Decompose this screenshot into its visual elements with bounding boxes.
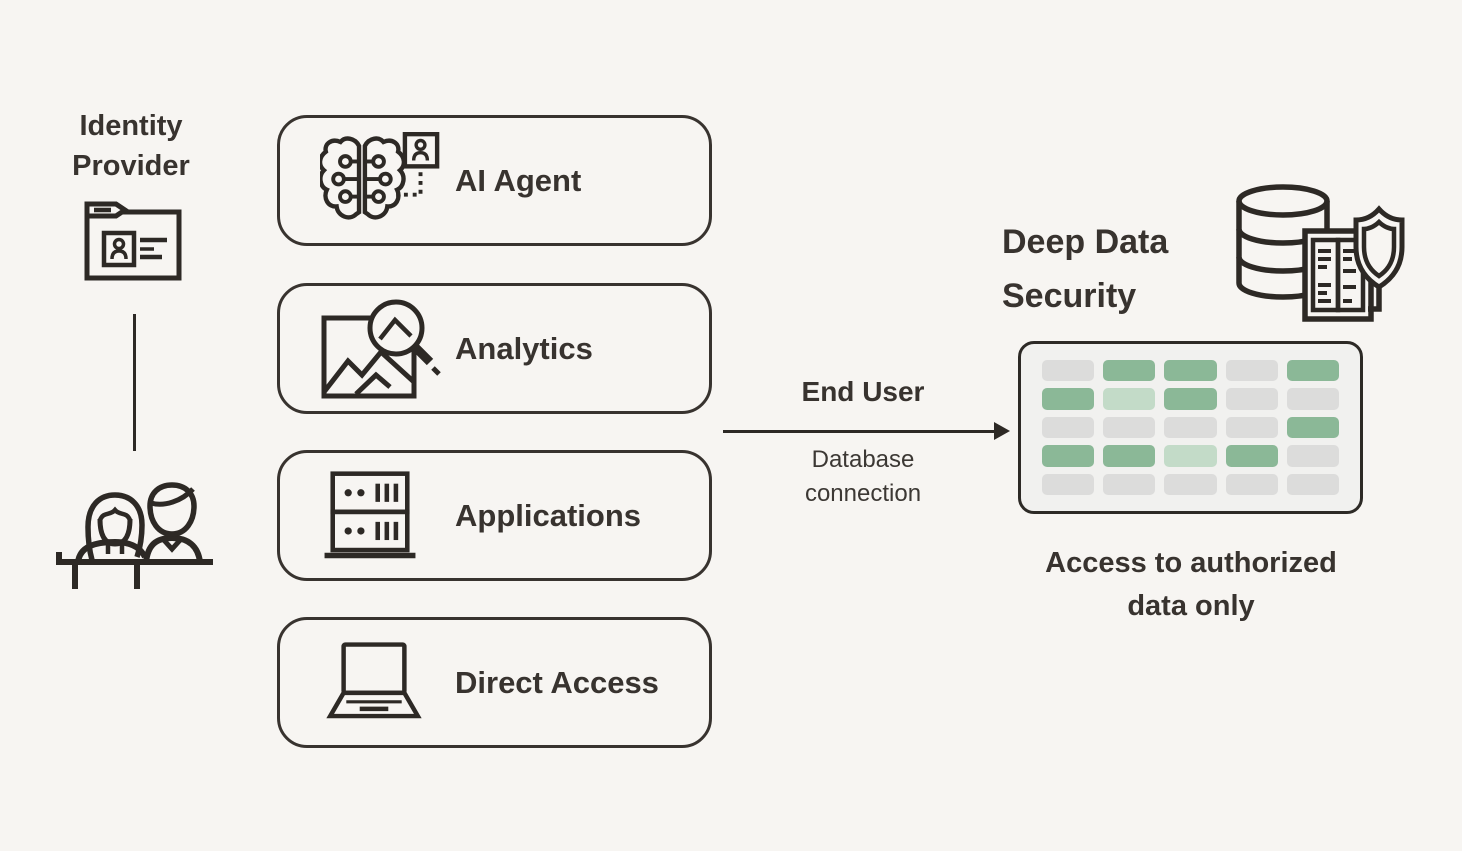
table-cell — [1103, 416, 1156, 439]
table-cell — [1286, 388, 1339, 410]
table-cell — [1286, 445, 1339, 467]
channel-box-direct-access: Direct Access — [277, 617, 712, 748]
database-server-shield-icon — [1236, 184, 1405, 322]
channel-box-applications: Applications — [277, 450, 712, 581]
table-cell — [1164, 416, 1217, 439]
image-magnifier-icon — [320, 298, 455, 400]
channel-label: AI Agent — [455, 162, 582, 198]
table-cell — [1164, 473, 1217, 495]
table-cell — [1286, 416, 1339, 439]
identity-provider-label: Identity Provider — [72, 110, 190, 183]
channel-label: Direct Access — [455, 664, 659, 700]
table-cell — [1103, 473, 1156, 495]
deep-data-security-title: Deep Data Security — [1002, 223, 1169, 316]
channel-box-analytics: Analytics — [277, 283, 712, 414]
identity-connector-line — [133, 314, 136, 451]
table-cell — [1103, 445, 1156, 467]
server-stack-icon — [320, 468, 455, 563]
table-cell — [1225, 473, 1278, 495]
laptop-icon — [320, 641, 455, 725]
table-cell — [1164, 388, 1217, 410]
authorized-data-caption: Access to authorized data only — [1045, 547, 1337, 622]
table-cell — [1225, 360, 1278, 382]
table-cell — [1286, 360, 1339, 382]
table-cell — [1103, 360, 1156, 382]
table-cell — [1042, 473, 1095, 495]
end-user-arrow — [723, 430, 996, 433]
end-user-label: End User — [801, 376, 925, 407]
arrow-head-icon — [994, 422, 1010, 440]
end-users-icon — [56, 482, 213, 589]
channel-label: Analytics — [455, 330, 593, 366]
table-cell — [1042, 445, 1095, 467]
id-folder-icon — [84, 201, 182, 281]
table-cell — [1225, 416, 1278, 439]
authorized-data-table — [1018, 341, 1363, 514]
brain-user-icon — [320, 131, 455, 230]
table-cell — [1164, 360, 1217, 382]
table-cell — [1225, 388, 1278, 410]
table-cell — [1042, 388, 1095, 410]
table-cell — [1042, 416, 1095, 439]
table-cell — [1042, 360, 1095, 382]
table-cell — [1164, 445, 1217, 467]
channel-box-ai-agent: AI Agent — [277, 115, 712, 246]
channel-label: Applications — [455, 497, 642, 533]
database-connection-label: Database connection — [804, 446, 922, 507]
table-cell — [1286, 473, 1339, 495]
table-cell — [1103, 388, 1156, 410]
table-cell — [1225, 445, 1278, 467]
